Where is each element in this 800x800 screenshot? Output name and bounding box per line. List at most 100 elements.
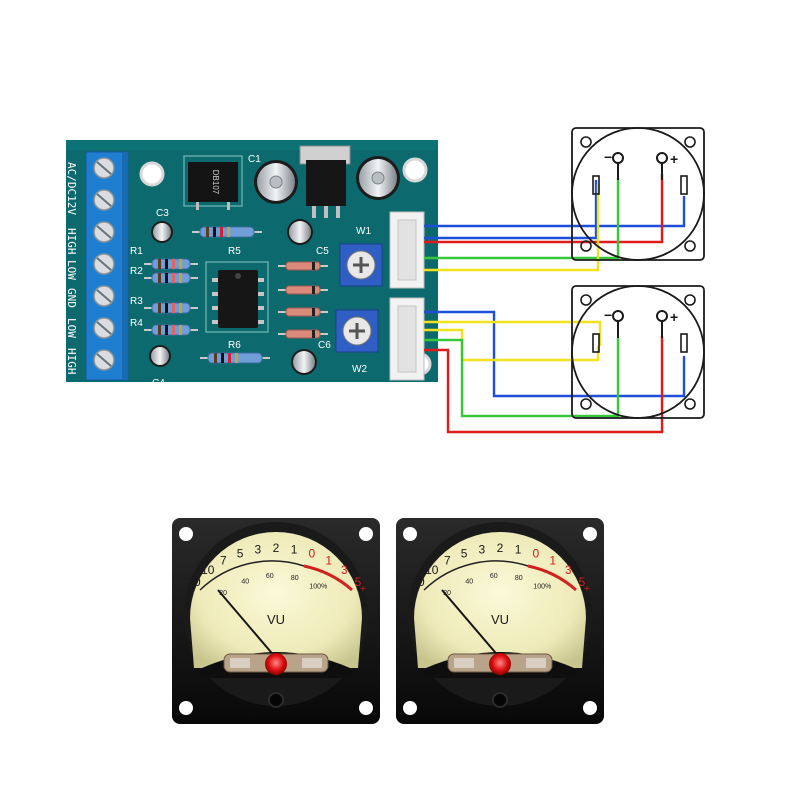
terminal-label-gnd: GND	[65, 288, 78, 308]
minus-terminal-label: −	[604, 307, 612, 323]
zero-adjust-screw	[268, 692, 284, 708]
terminal-label-low-2: LOW	[65, 318, 78, 338]
dial-face	[190, 532, 362, 668]
terminal-label-high-2: HIGH	[65, 348, 78, 375]
resistor	[144, 324, 198, 336]
wire-yellow-1	[424, 184, 600, 272]
percent-scale-label: 80	[515, 575, 523, 582]
percent-scale-label: 100%	[533, 584, 551, 591]
db-plus-sign: +	[360, 584, 366, 595]
terminal-screw	[93, 189, 115, 211]
db-scale-label: 0	[533, 547, 540, 561]
vu-label: VU	[491, 612, 509, 627]
label-r2: R2	[130, 266, 143, 277]
wiring	[424, 174, 686, 434]
terminal-label-high-1: HIGH	[65, 228, 78, 255]
capacitor-c5	[287, 219, 313, 245]
label-c3: C3	[156, 208, 169, 219]
zero-adjust-screw	[492, 692, 508, 708]
mounting-hole	[583, 701, 597, 715]
percent-scale-label: 20	[443, 590, 451, 597]
mounting-hole	[179, 527, 193, 541]
backlight-led	[489, 653, 511, 675]
trimpot-w2	[335, 309, 379, 353]
terminal-screw	[93, 317, 115, 339]
wire-blue-1b	[424, 180, 598, 240]
mounting-hole	[583, 527, 597, 541]
meter-diagram-1: − +	[571, 127, 705, 261]
wire-green-2	[424, 338, 620, 418]
diode	[278, 285, 328, 295]
db-scale-label: 1	[291, 542, 298, 556]
terminal-screw	[93, 285, 115, 307]
meter-diagram-2: − +	[571, 285, 705, 419]
db-scale-label: 20	[411, 575, 425, 589]
db-scale-label: 2	[273, 541, 280, 555]
diodes	[278, 261, 328, 339]
screw-hole	[580, 136, 592, 148]
minus-terminal-label: −	[604, 149, 612, 165]
db-scale-label: 3	[341, 563, 348, 577]
percent-scale-label: 60	[490, 573, 498, 580]
terminal-label-low-1: LOW	[65, 260, 78, 280]
capacitor-c2	[356, 156, 400, 200]
mounting-hole	[359, 527, 373, 541]
percent-scale-label: 40	[465, 578, 473, 585]
resistor	[200, 352, 270, 364]
label-c6: C6	[318, 340, 331, 351]
terminal-screw	[93, 349, 115, 371]
label-r5: R5	[228, 246, 241, 257]
screw-hole	[684, 240, 696, 252]
terminal-screws	[93, 157, 115, 371]
label-r6: R6	[228, 340, 241, 351]
mounting-hole	[359, 701, 373, 715]
wire-blue-2	[424, 310, 686, 398]
screw-hole	[580, 240, 592, 252]
plus-terminal-label: +	[670, 151, 678, 167]
trimpot-w1	[339, 243, 383, 287]
label-w1: W1	[356, 226, 371, 237]
resistor	[144, 302, 198, 314]
db-scale-label: 5	[355, 575, 362, 589]
mounting-hole	[179, 701, 193, 715]
resistor	[144, 272, 198, 284]
screw-hole	[684, 398, 696, 410]
db-scale-label: 20	[187, 575, 201, 589]
db-scale-label: 7	[444, 554, 451, 568]
connector-1	[389, 211, 425, 289]
label-c1: C1	[248, 154, 261, 165]
label-c4: C4	[152, 378, 165, 389]
capacitor-c4	[149, 345, 171, 367]
dial-face	[414, 532, 586, 668]
driver-pcb: AC/DC12V HIGH LOW GND LOW HIGH DB107	[65, 140, 438, 389]
wire-red-2	[424, 336, 664, 434]
db-scale-label: 5	[237, 547, 244, 561]
diode	[278, 261, 328, 271]
percent-scale-label: 20	[219, 590, 227, 597]
wire-blue-1	[424, 196, 686, 228]
plus-terminal-label: +	[670, 309, 678, 325]
db-scale-label: 1	[515, 542, 522, 556]
bridge-code: DB107	[211, 170, 220, 195]
mounting-hole	[403, 527, 417, 541]
label-r1: R1	[130, 246, 143, 257]
label-w2: W2	[352, 364, 367, 375]
db-scale-label: 7	[220, 554, 227, 568]
needle	[441, 589, 501, 659]
db-scale-label: 3	[479, 542, 486, 556]
screw-hole	[684, 136, 696, 148]
screw-hole	[684, 294, 696, 306]
bridge-rectifier: DB107	[188, 162, 238, 210]
db-scale-label: 3	[255, 542, 262, 556]
resistor	[144, 258, 198, 270]
capacitor-c1	[254, 160, 298, 204]
terminal-screw	[93, 221, 115, 243]
percent-scale-label: 100%	[309, 584, 327, 591]
needle	[217, 589, 277, 659]
label-r4: R4	[130, 318, 143, 329]
resistors	[144, 226, 270, 364]
label-c5: C5	[316, 246, 329, 257]
db-scale-label: 0	[309, 547, 316, 561]
